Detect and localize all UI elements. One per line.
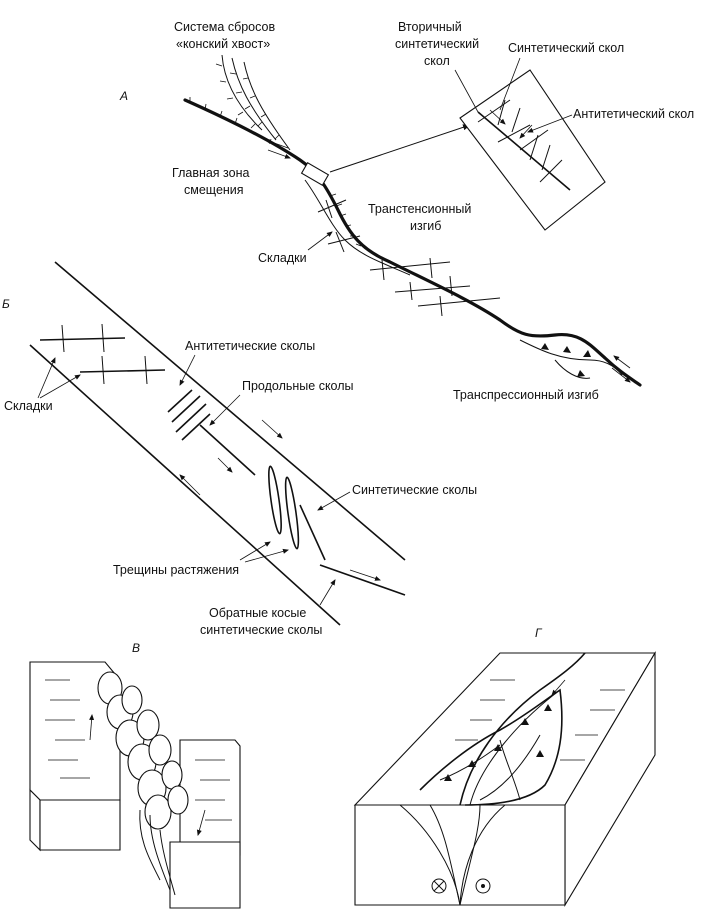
transtension-ticks — [329, 193, 362, 247]
panel-b-letter: Б — [2, 297, 10, 311]
label-folds-b: Складки — [4, 399, 53, 413]
thrust-teeth-g — [444, 704, 552, 781]
panel-g: Г — [353, 626, 656, 907]
label-antithetic: Антитетический скол — [573, 107, 694, 121]
panel-v: В — [29, 641, 241, 909]
label-pdz-2: смещения — [184, 183, 244, 197]
zone-boundary-lower — [29, 344, 341, 626]
panel-a-letter: А — [119, 89, 128, 103]
panel-a: А — [119, 20, 694, 402]
label-longitudinal: Продольные сколы — [242, 379, 354, 393]
left-block-front — [39, 799, 121, 851]
block-front — [354, 804, 566, 906]
flower-structure-lobes — [97, 671, 189, 830]
fold-symbols-b — [39, 323, 166, 385]
label-reverse-1: Обратные косые — [209, 606, 306, 620]
label-folds-a: Складки — [258, 251, 307, 265]
label-synthetic-b: Синтетические сколы — [352, 483, 477, 497]
fold-symbols-a — [317, 199, 501, 317]
label-transtension-1: Транстенсионный — [368, 202, 471, 216]
label-transtension-2: изгиб — [410, 219, 441, 233]
detail-box-marker — [300, 162, 330, 186]
label-horsetail-1: Система сбросов — [174, 20, 275, 34]
main-fault-trace — [183, 98, 642, 387]
label-synthetic: Синтетический скол — [508, 41, 624, 55]
horsetail-faults — [215, 54, 291, 151]
synthetic-shear — [299, 504, 326, 561]
label-secondary-1: Вторичный — [398, 20, 462, 34]
tension-gashes — [268, 465, 300, 550]
transpression-teeth — [519, 339, 623, 379]
label-tension: Трещины растяжения — [113, 563, 239, 577]
reverse-oblique-shear — [319, 564, 406, 596]
pop-up-structure — [419, 688, 563, 806]
label-pdz-1: Главная зона — [172, 166, 249, 180]
right-block — [179, 739, 241, 856]
longitudinal-shear — [199, 424, 256, 476]
label-reverse-2: синтетические сколы — [200, 623, 322, 637]
out-of-page-symbol — [475, 878, 491, 894]
label-secondary-2: синтетический — [395, 37, 479, 51]
riedel-inset — [459, 69, 606, 231]
label-secondary-3: скол — [424, 54, 450, 68]
into-page-symbol — [431, 878, 447, 894]
label-horsetail-2: «конский хвост» — [176, 37, 270, 51]
antithetic-shears — [167, 389, 211, 441]
label-antithetic-b: Антитетические сколы — [185, 339, 315, 353]
panel-g-letter: Г — [535, 626, 543, 640]
flower-section — [399, 804, 506, 906]
zone-boundary-upper — [54, 261, 406, 561]
label-transpression: Транспрессионный изгиб — [453, 388, 599, 402]
panel-b: Б Складки Антитетические сколы Продольны… — [2, 261, 477, 637]
panel-v-letter: В — [132, 641, 140, 655]
